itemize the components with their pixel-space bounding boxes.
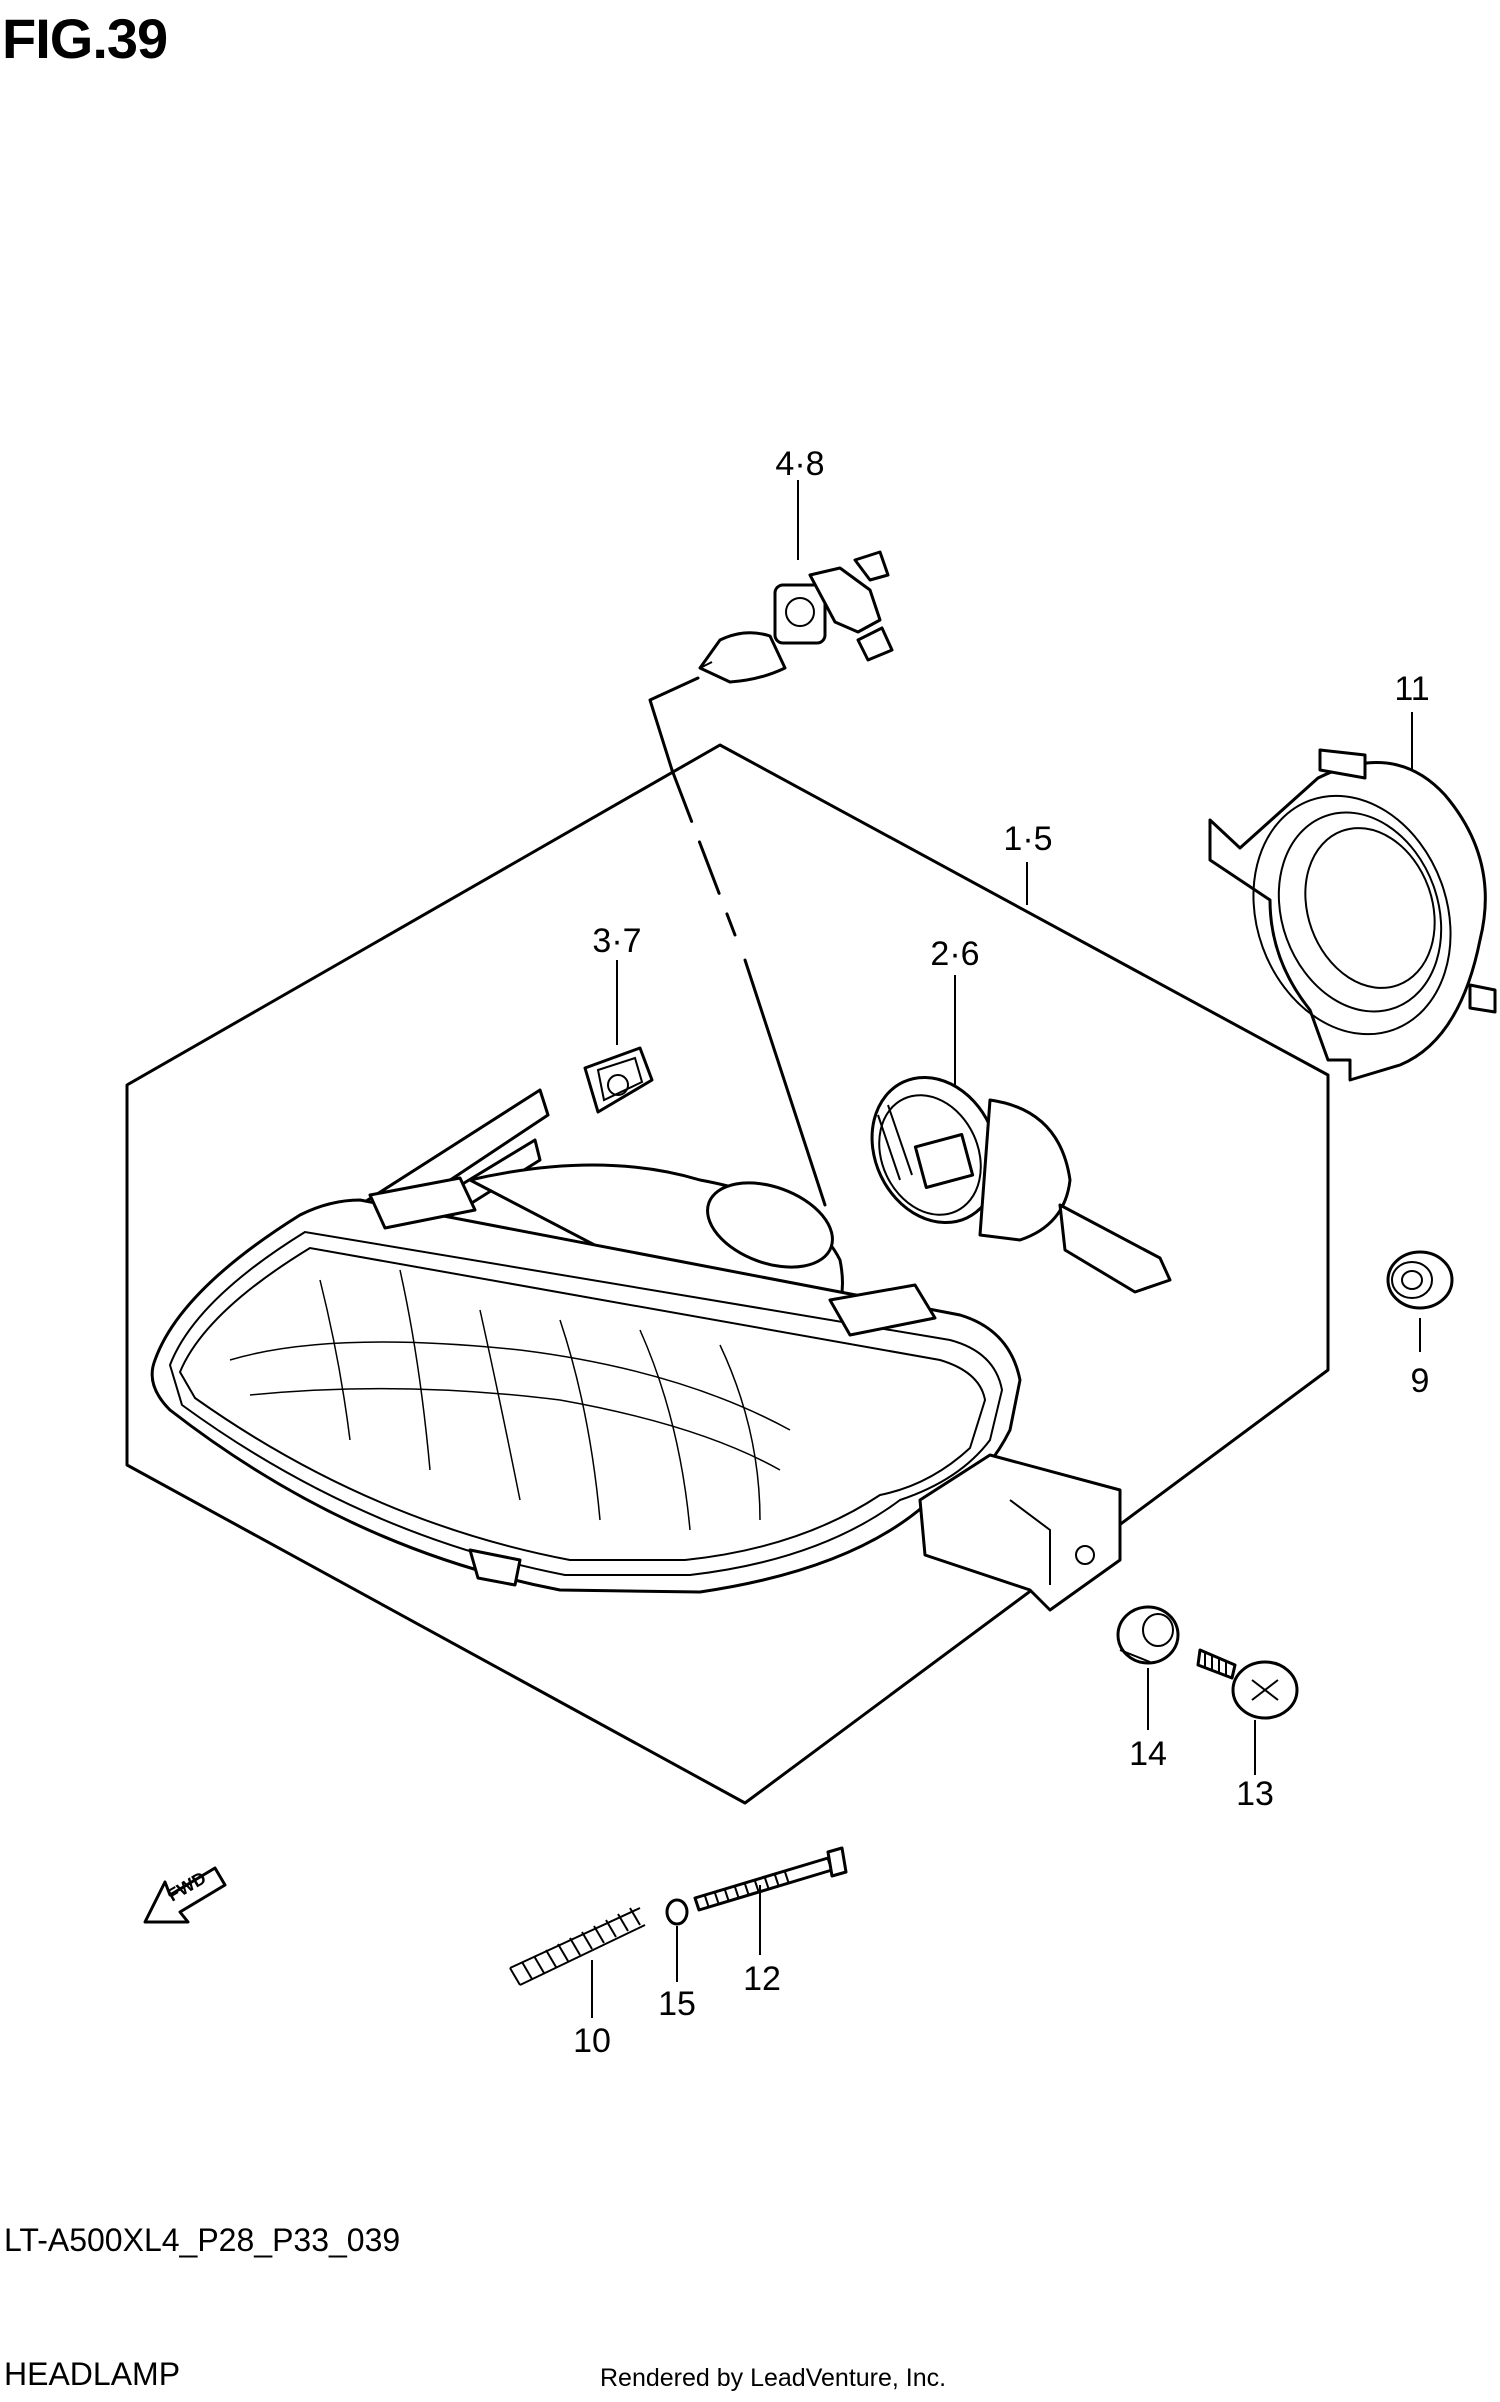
socket-clip (583, 1046, 654, 1114)
washer (665, 1898, 689, 1926)
callout-12: 12 (743, 1960, 781, 1998)
callout-13: 13 (1236, 1775, 1274, 1813)
mounting-screw (1196, 1648, 1299, 1720)
adjuster-spring (509, 1907, 646, 1986)
grommet (1386, 1250, 1454, 1310)
fwd-arrow-icon: FWD (143, 1866, 227, 1924)
collar-nut (1116, 1605, 1180, 1665)
callout-4-8: 4·8 (775, 445, 824, 483)
bulb (698, 480, 894, 684)
adjusting-screw (693, 1846, 848, 1912)
callout-2-6: 2·6 (930, 935, 979, 973)
section-label: HEADLAMP (4, 2356, 181, 2392)
model-code: LT-A500XL4_P28_P33_039 (4, 2222, 401, 2258)
callout-14: 14 (1129, 1735, 1167, 1773)
headlamp-cover-ring (1208, 748, 1497, 1082)
headlamp-unit (150, 1088, 1122, 1612)
callout-3-7: 3·7 (592, 922, 641, 960)
callout-11: 11 (1394, 670, 1429, 708)
callout-9: 9 (1411, 1362, 1430, 1400)
callout-15: 15 (658, 1985, 696, 2023)
callout-1-5: 1·5 (1003, 820, 1052, 858)
figure-title: FIG.39 (2, 7, 168, 70)
callout-10: 10 (573, 2022, 611, 2060)
bulb-socket (870, 1075, 1172, 1294)
assembly-outline (125, 743, 1330, 1805)
render-credit: Rendered by LeadVenture, Inc. (600, 2364, 947, 2392)
